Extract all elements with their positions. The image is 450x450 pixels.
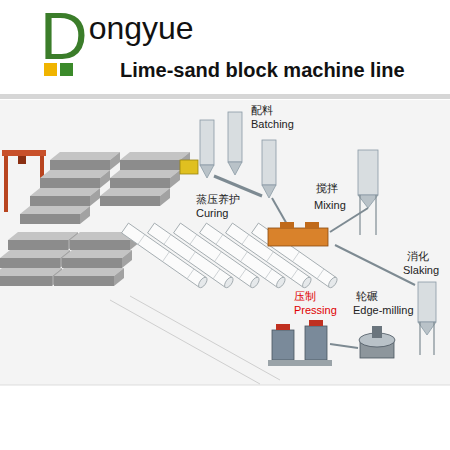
floor (0, 100, 450, 385)
stage-label: Curing (195, 207, 229, 220)
slaking-silo (418, 282, 436, 355)
stage-label: Mixing (313, 199, 347, 212)
autoclaves (122, 223, 339, 289)
stage-label: 轮碾 (355, 290, 379, 303)
diagram-title: Lime-sand block machine line (120, 58, 405, 82)
brand-logo: Dongyue (40, 8, 194, 64)
header-rule (0, 94, 450, 99)
stage-label: Pressing (293, 304, 338, 317)
stage-label: 配料 (250, 104, 274, 117)
mixer (268, 150, 415, 285)
stage-label: 消化 (406, 250, 430, 263)
stage-label: Edge-milling (352, 304, 415, 317)
edge-mill (330, 326, 395, 358)
stage-label: 搅拌 (315, 182, 339, 195)
stage-label: Slaking (402, 264, 440, 277)
stage-label: Batching (250, 118, 295, 131)
block-stacks (0, 152, 190, 286)
stage-label: 蒸压养护 (195, 193, 241, 206)
press-machines (268, 320, 332, 366)
stage-label: 压制 (293, 290, 317, 303)
